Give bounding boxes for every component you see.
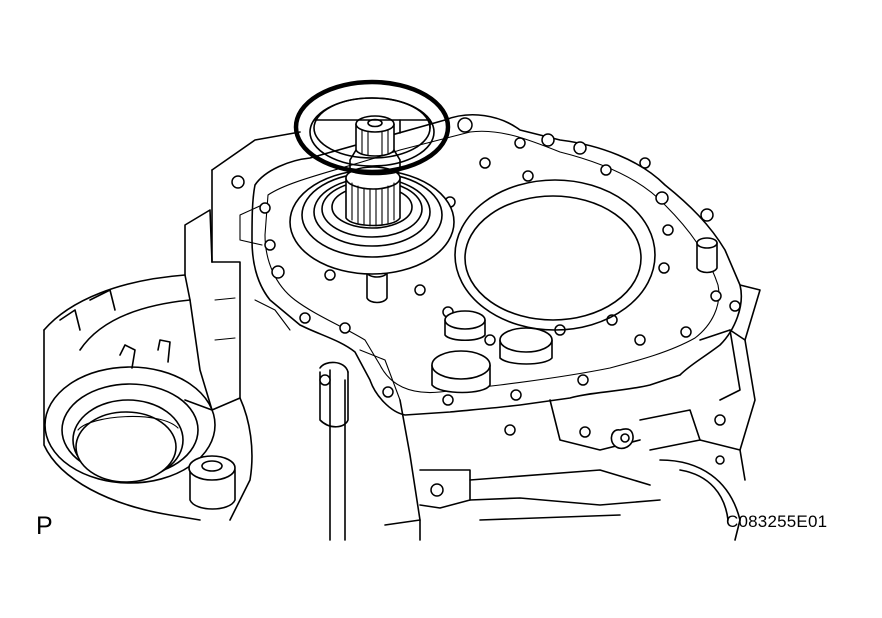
oil-seal	[44, 366, 216, 484]
view-label: P	[36, 512, 53, 540]
left-housing	[43, 209, 253, 521]
lower-bosses	[431, 310, 553, 394]
large-bore	[454, 179, 656, 331]
snap-ring	[293, 79, 451, 175]
flange-bolt-holes	[231, 117, 741, 465]
case-flange	[239, 114, 743, 416]
case-body	[211, 131, 761, 541]
dowel-pin-right	[696, 237, 718, 274]
breather-boss	[188, 455, 236, 510]
figure-code: C083255E01	[726, 512, 828, 531]
